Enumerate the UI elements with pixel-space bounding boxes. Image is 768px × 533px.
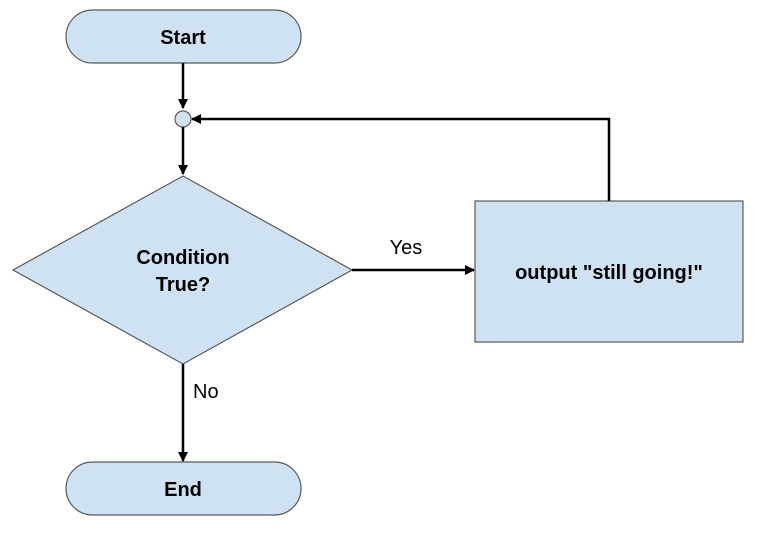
action-node: output "still going!" bbox=[474, 200, 744, 343]
edge-loop-back bbox=[191, 114, 611, 201]
end-node-shape bbox=[65, 461, 302, 516]
end-node-label: End bbox=[164, 479, 202, 501]
decision-node-label-line1: Condition bbox=[136, 247, 229, 269]
edge-yes-label: Yes bbox=[390, 237, 423, 259]
start-node-label: Start bbox=[160, 27, 206, 49]
decision-node-shape bbox=[11, 175, 354, 365]
edge-no-label: No bbox=[193, 381, 219, 403]
action-node-shape bbox=[474, 200, 744, 343]
merge-connector bbox=[174, 110, 192, 128]
action-node-label: output "still going!" bbox=[515, 262, 703, 284]
start-node: Start bbox=[65, 9, 302, 64]
decision-node: Condition True? bbox=[11, 175, 354, 365]
decision-node-label-line2: True? bbox=[156, 274, 210, 296]
end-node: End bbox=[65, 461, 302, 516]
